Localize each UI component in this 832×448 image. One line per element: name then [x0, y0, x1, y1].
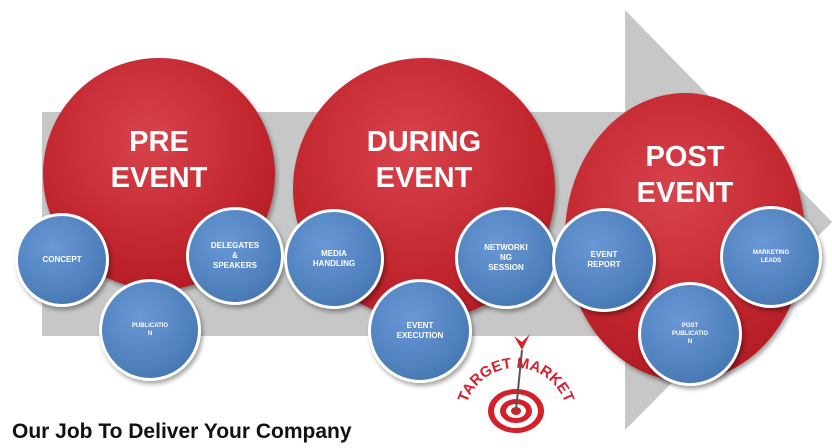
dart-flight	[514, 334, 530, 350]
dart-shaft	[515, 349, 523, 411]
item-marketing-leads: MARKETING LEADS	[720, 206, 822, 308]
item-networking-session: NETWORKI NG SESSION	[455, 207, 557, 309]
stage-title-line2: EVENT	[636, 177, 734, 209]
stage-title-line1: DURING	[366, 126, 482, 158]
footer-tagline: Our Job To Deliver Your Company	[12, 420, 352, 443]
item-event-execution: EVENT EXECUTION	[368, 279, 472, 383]
stage-title-line2: EVENT	[375, 162, 473, 194]
stage-title: DURING EVENT	[293, 124, 555, 196]
stage-title-line1: PRE	[129, 126, 189, 158]
item-delegates-speakers: DELEGATES & SPEAKERS	[186, 207, 284, 305]
stage-title: POST EVENT	[565, 139, 805, 211]
stage-title-line1: POST	[645, 141, 725, 173]
item-concept: CONCEPT	[15, 213, 109, 307]
stage-title-line2: EVENT	[110, 162, 208, 194]
item-post-publication: POST PUBLICATIO N	[638, 282, 742, 386]
target-icon: TARGET MARKET	[455, 334, 577, 433]
stage-title: PRE EVENT	[43, 124, 275, 196]
item-media-handling: MEDIA HANDLING	[284, 209, 384, 309]
item-event-report: EVENT REPORT	[552, 208, 656, 312]
item-publication: PUBLICATIO N	[99, 279, 201, 381]
